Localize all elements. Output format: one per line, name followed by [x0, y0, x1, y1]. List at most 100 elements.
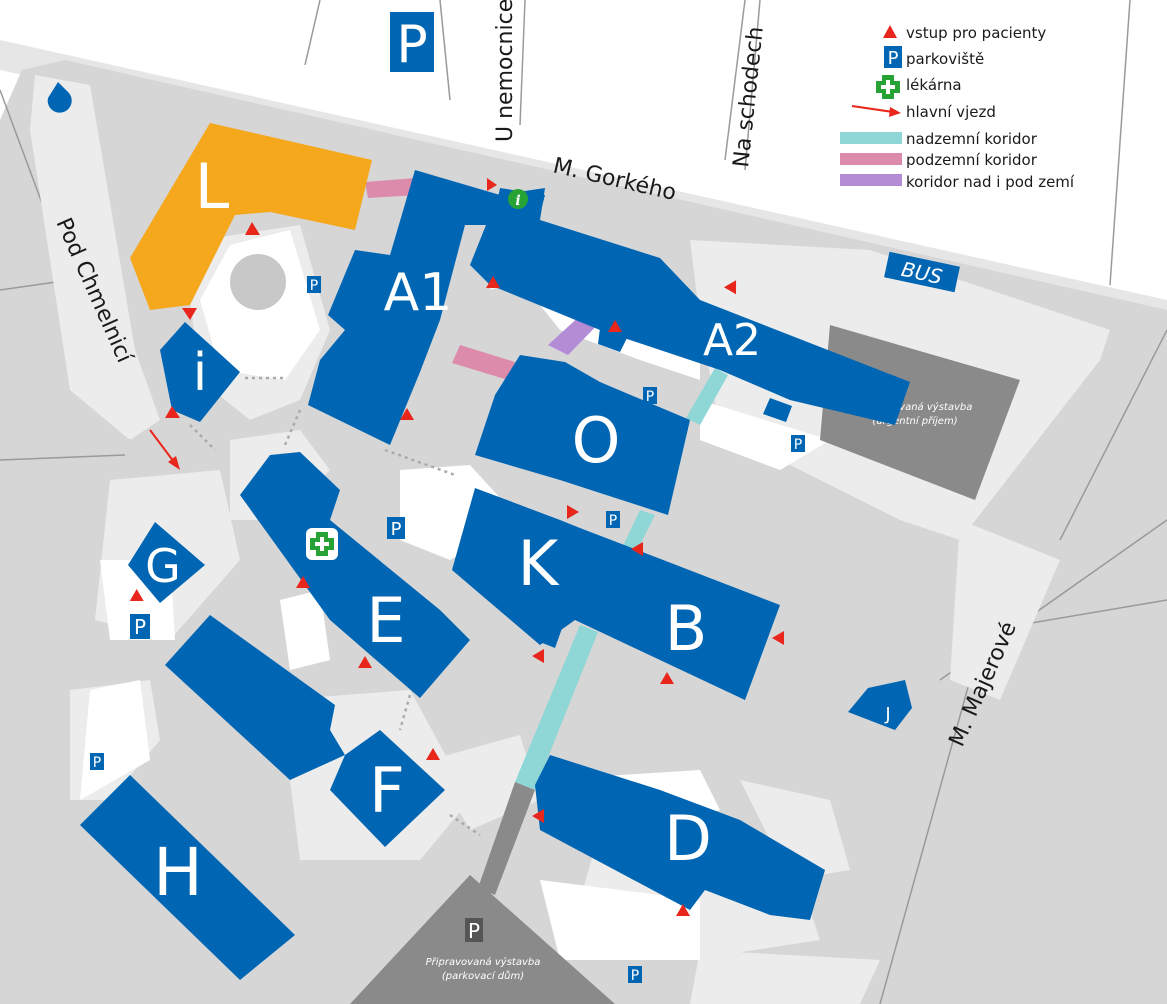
entrance-marker[interactable]: [126, 588, 144, 607]
label-o: O: [572, 404, 621, 477]
planned-parking-label-1: Připravovaná výstavba: [426, 956, 541, 968]
parking-sign[interactable]: P: [643, 387, 657, 405]
building-ef-west[interactable]: [165, 615, 345, 780]
parking-sign[interactable]: P: [628, 966, 642, 984]
entrance-marker[interactable]: [486, 276, 500, 288]
svg-text:P: P: [93, 755, 101, 771]
annex-a2-east: [763, 398, 792, 422]
legend-corridor-both-label: koridor nad i pod zemí: [906, 173, 1075, 191]
entrance-marker[interactable]: [296, 576, 310, 588]
legend-entrance-label: vstup pro pacienty: [906, 24, 1046, 42]
pharmacy-marker[interactable]: [306, 528, 338, 560]
entrance-marker[interactable]: [487, 178, 497, 191]
label-b: B: [665, 592, 708, 665]
parking-sign[interactable]: P: [606, 511, 620, 529]
legend-main-entry-label: hlavní vjezd: [906, 103, 996, 121]
patient-entrances: [126, 178, 784, 916]
svg-text:P: P: [646, 389, 654, 405]
building-k-b[interactable]: [452, 488, 780, 700]
bus-stop-sign[interactable]: BUS: [884, 251, 960, 293]
label-d: D: [664, 802, 712, 875]
corridor-above-o-b: [622, 510, 655, 555]
parking-sign[interactable]: P: [307, 276, 321, 294]
building-a1[interactable]: [308, 170, 500, 445]
label-e: E: [366, 584, 405, 657]
street-u-nemocnice: U nemocnice: [493, 0, 518, 142]
entrance-marker[interactable]: [772, 631, 784, 645]
label-i: i: [193, 343, 207, 403]
buildings: [80, 123, 912, 980]
legend-parking-icon: [884, 46, 902, 68]
walkways: [189, 376, 481, 837]
entrance-marker[interactable]: [165, 406, 180, 418]
legend-main-entry-icon: [851, 105, 901, 117]
entrance-marker[interactable]: [532, 649, 544, 663]
entrance-marker[interactable]: [532, 809, 544, 823]
building-h[interactable]: [80, 775, 295, 980]
label-a2: A2: [703, 315, 761, 366]
building-e[interactable]: [240, 452, 470, 698]
info-marker-letter: i: [515, 193, 520, 209]
entrance-marker[interactable]: [358, 656, 372, 668]
building-d[interactable]: [535, 755, 825, 920]
parking-sign[interactable]: P: [130, 614, 150, 639]
label-a1: A1: [384, 263, 453, 323]
svg-text:P: P: [134, 615, 146, 639]
planned-parking-label-2: (parkovací dům): [442, 970, 524, 982]
entrance-marker[interactable]: [182, 308, 197, 320]
parking-sign[interactable]: P: [791, 435, 805, 453]
legend-entrance-icon: [883, 25, 897, 38]
svg-text:P: P: [391, 519, 402, 540]
entrance-marker[interactable]: [567, 505, 579, 519]
svg-text:P: P: [609, 513, 617, 529]
corridor-below-l-a1: [365, 178, 418, 198]
entrance-marker[interactable]: [660, 672, 674, 684]
parking-house-p-badge: [465, 918, 483, 942]
building-f[interactable]: [330, 730, 445, 847]
entrance-marker[interactable]: [608, 320, 622, 332]
label-g: G: [145, 539, 181, 593]
corridor-below-a1-o: [452, 345, 515, 380]
legend-parking-label: parkoviště: [906, 50, 984, 68]
label-k: K: [518, 527, 560, 600]
annex-b-south: [540, 615, 565, 648]
entrance-marker[interactable]: [723, 280, 742, 297]
building-o[interactable]: [475, 355, 690, 515]
entrance-marker[interactable]: [245, 222, 260, 235]
entrance-marker[interactable]: [400, 408, 414, 420]
corridor-above-b-d: [515, 625, 598, 790]
legend-corridor-above-label: nadzemní koridor: [906, 130, 1038, 148]
building-j[interactable]: [848, 680, 912, 730]
building-g[interactable]: [128, 522, 205, 603]
label-j: J: [884, 704, 890, 725]
label-l: L: [195, 150, 230, 223]
svg-text:P: P: [310, 278, 318, 294]
corridors: [365, 178, 728, 895]
legend-corridor-above-swatch: [840, 132, 902, 144]
legend-corridor-below-swatch: [840, 153, 902, 165]
building-l[interactable]: [130, 123, 372, 310]
parking-sign[interactable]: P: [90, 753, 104, 771]
parking-sign[interactable]: P: [387, 517, 405, 540]
label-f: F: [369, 754, 405, 827]
legend-pharmacy-label: lékárna: [906, 76, 962, 94]
entrance-marker[interactable]: [676, 904, 690, 916]
entrance-marker[interactable]: [426, 748, 440, 760]
building-i[interactable]: [160, 322, 240, 422]
building-a2[interactable]: [470, 188, 910, 425]
legend-corridor-both-swatch: [840, 174, 902, 186]
legend-pharmacy-icon: [876, 75, 900, 99]
legend-parking-letter: P: [888, 48, 899, 69]
entrance-marker[interactable]: [631, 542, 643, 556]
svg-text:P: P: [396, 15, 427, 75]
parking-sign-large[interactable]: P: [390, 12, 434, 75]
info-marker[interactable]: [508, 189, 528, 209]
pharmacy-cross-inner: [315, 537, 329, 551]
building-labels: L A1 A2 i O K B G E F H D J: [145, 150, 890, 911]
parking-signs: P P P P P P P P P: [90, 12, 805, 984]
svg-text:P: P: [631, 968, 639, 984]
annex-a2-door: [598, 328, 628, 352]
label-h: H: [153, 834, 203, 911]
